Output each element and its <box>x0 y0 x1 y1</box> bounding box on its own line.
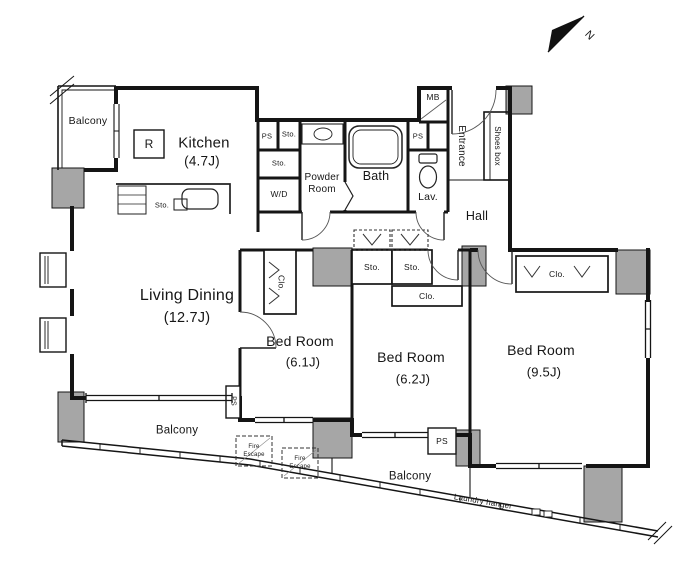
label-living-dining: Living Dining <box>139 287 235 304</box>
fire-escape-hatch-1 <box>235 435 273 467</box>
label-clo-bed1: Clo. <box>276 275 287 291</box>
label-sto-service-1: Sto. <box>281 129 297 139</box>
label-fire2-line1: Fire <box>294 456 306 462</box>
label-entrance: Entrance <box>456 125 467 167</box>
label-bedroom3-size: (9.5J) <box>526 364 562 380</box>
label-meter-box: MB <box>426 91 440 102</box>
label-balcony-bc: Balcony <box>388 470 432 483</box>
label-ps-service: PS <box>261 131 273 141</box>
label-lav: Lav. <box>418 190 438 203</box>
refrigerator-box <box>133 129 165 159</box>
label-ps-bed1: PS <box>229 396 237 406</box>
label-sto-service-2: Sto. <box>271 158 287 168</box>
label-bedroom2: Bed Room <box>377 349 445 365</box>
label-hall: Hall <box>465 208 489 223</box>
fire-escape-hatch-2 <box>281 447 319 479</box>
label-kitchen: Kitchen <box>178 134 230 152</box>
label-bedroom2-size: (6.2J) <box>395 371 431 387</box>
label-sto-kitchen: Sto. <box>154 200 170 210</box>
label-bedroom1-size: (6.1J) <box>285 354 321 370</box>
label-clo-bed3: Clo. <box>549 268 565 279</box>
label-fire1-line1: Fire <box>248 444 260 450</box>
toilet-icon <box>418 153 438 189</box>
label-fire2-line2: Escape <box>289 464 311 470</box>
label-powder-line2: Room <box>308 184 336 195</box>
overhead-storage-dashed <box>353 229 429 251</box>
label-balcony-top: Balcony <box>68 114 108 127</box>
shoes-box-cabinet <box>448 111 511 181</box>
north-arrow-icon <box>547 15 585 53</box>
label-balcony-bl: Balcony <box>155 424 199 437</box>
label-shoes-box: Shoes box <box>493 126 502 166</box>
pillars <box>51 85 651 523</box>
label-bath: Bath <box>362 168 390 183</box>
balcony-top-outline <box>49 75 116 170</box>
window-glyphs <box>39 104 652 470</box>
label-clo-bed2: Clo. <box>419 290 435 301</box>
bathtub-icon <box>348 125 403 169</box>
label-sto-bed2-1: Sto. <box>364 261 380 272</box>
label-refrigerator: R <box>144 137 154 151</box>
label-kitchen-size: (4.7J) <box>184 153 220 169</box>
label-powder-line1: Powder <box>304 172 340 183</box>
label-ps-balcony: PS <box>436 435 448 446</box>
label-bedroom3: Bed Room <box>507 342 575 358</box>
balcony-railing <box>61 439 673 545</box>
door-swing-arcs <box>239 89 513 349</box>
hanger-chevron-icons <box>268 233 591 305</box>
label-fire1-line2: Escape <box>243 452 265 458</box>
label-living-size: (12.7J) <box>163 309 211 326</box>
meter-box-lines <box>420 99 447 120</box>
label-ps-bath: PS <box>412 131 424 141</box>
label-sto-bed2-2: Sto. <box>404 261 420 272</box>
kitchen-counter-icon <box>116 183 231 215</box>
washbasin-icon <box>301 123 344 145</box>
closet-boxes <box>173 198 609 455</box>
label-bedroom1: Bed Room <box>266 333 334 349</box>
label-washer-dryer: W/D <box>270 188 288 199</box>
